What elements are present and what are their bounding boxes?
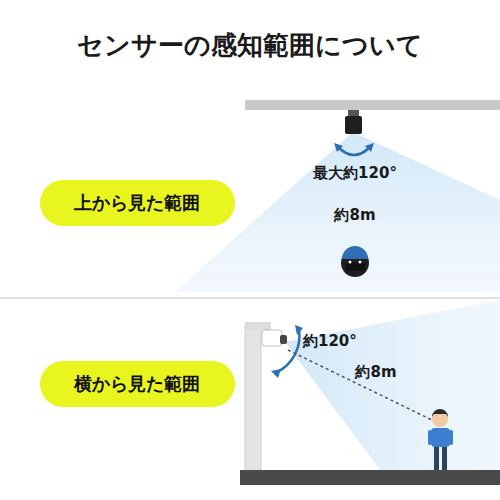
person-top-view [341,246,369,277]
ceiling [245,100,500,110]
arrowhead [295,325,303,335]
person-standing [428,409,453,470]
sensor-body [345,116,362,134]
arrowhead [365,143,374,152]
pole [245,325,261,473]
arrowhead [271,369,281,378]
angle-arc [277,330,299,372]
range-label-pill: 横から見た範囲 [40,361,235,407]
ground [240,470,500,485]
sensor-mount [348,110,359,116]
angle-label: 約120° [303,332,357,351]
arrowhead [334,143,343,152]
camera-sensor [262,330,287,346]
distance-label: 約8m [355,363,396,382]
pill-text: 上から見た範囲 [74,191,200,215]
pill-text: 横から見た範囲 [74,372,200,396]
range-label-pill: 上から見た範囲 [40,180,235,226]
distance-label: 約8m [334,206,375,225]
pole-arm [245,322,271,330]
distance-line [288,350,434,421]
sensor-cone [285,300,500,470]
angle-arc [338,147,370,155]
divider [0,297,500,299]
title: センサーの感知範囲について [77,28,423,63]
angle-label: 最大約120° [313,164,397,183]
